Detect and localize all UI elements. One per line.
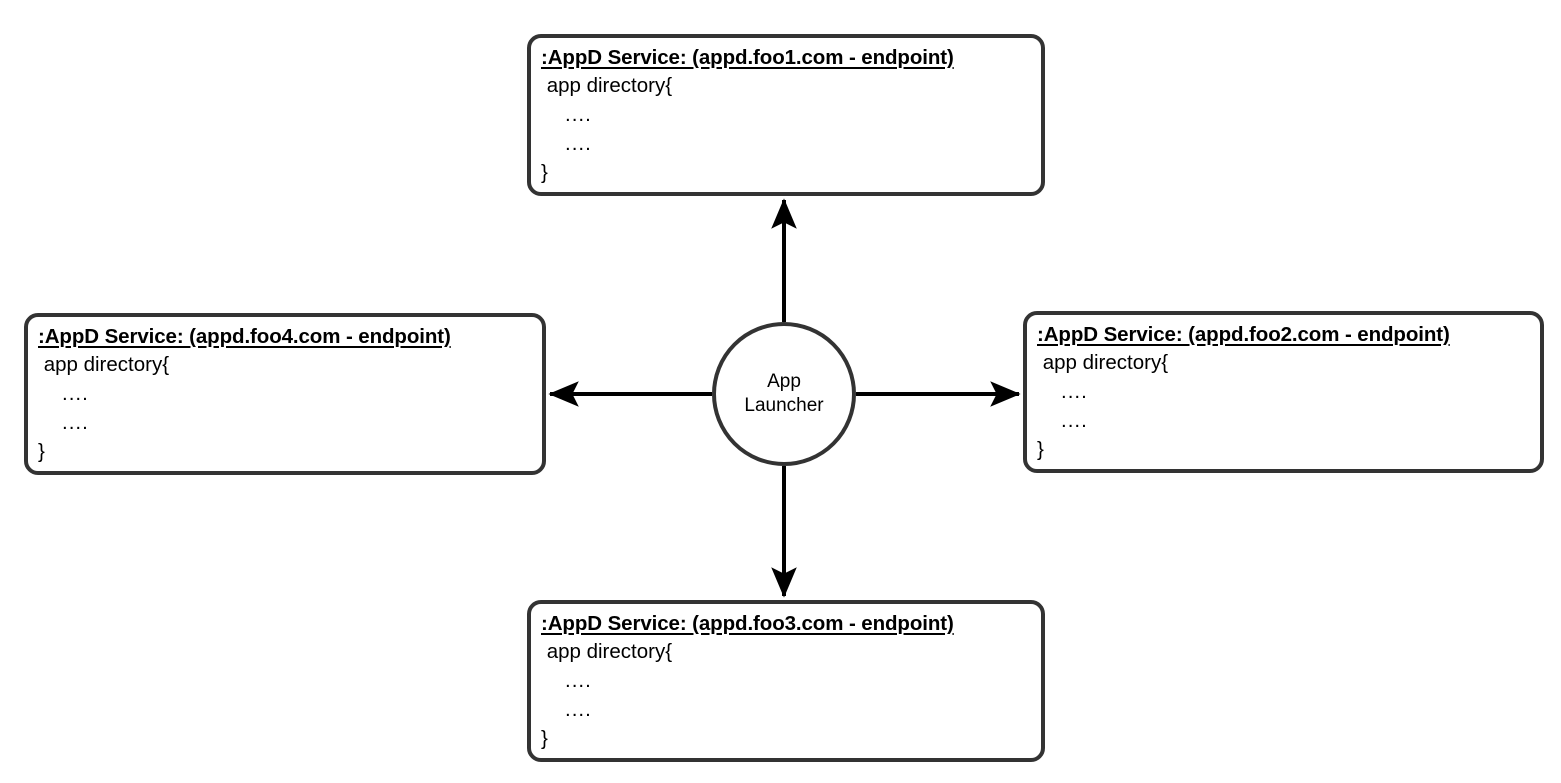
service-body-dots2-foo4: .... — [62, 411, 89, 435]
service-body-close-foo2: } — [1037, 438, 1044, 462]
service-node-foo3[interactable]: :AppD Service: (appd.foo3.com - endpoint… — [527, 600, 1045, 762]
service-body-open-foo1: app directory{ — [541, 74, 673, 98]
service-title-foo3: :AppD Service: (appd.foo3.com - endpoint… — [541, 612, 954, 635]
service-body-dots2-foo3: .... — [565, 698, 592, 722]
service-body-close-foo1: } — [541, 161, 548, 185]
service-body-close-foo4: } — [38, 440, 45, 464]
service-title-foo1: :AppD Service: (appd.foo1.com - endpoint… — [541, 46, 954, 69]
service-body-open-foo3: app directory{ — [541, 640, 673, 664]
service-body-dots2-foo2: .... — [1061, 409, 1088, 433]
service-body-dots1-foo3: .... — [565, 669, 592, 693]
service-body-dots1-foo4: .... — [62, 382, 89, 406]
service-node-foo1[interactable]: :AppD Service: (appd.foo1.com - endpoint… — [527, 34, 1045, 196]
service-body-dots2-foo1: .... — [565, 132, 592, 156]
service-title-foo4: :AppD Service: (appd.foo4.com - endpoint… — [38, 325, 451, 348]
app-launcher-label: App Launcher — [744, 370, 824, 416]
service-body-dots1-foo2: .... — [1061, 380, 1088, 404]
service-body-open-foo2: app directory{ — [1037, 351, 1169, 375]
service-node-foo2[interactable]: :AppD Service: (appd.foo2.com - endpoint… — [1023, 311, 1544, 473]
service-body-open-foo4: app directory{ — [38, 353, 170, 377]
service-body-dots1-foo1: .... — [565, 103, 592, 127]
service-body-close-foo3: } — [541, 727, 548, 751]
app-launcher-hub[interactable]: App Launcher — [712, 322, 856, 466]
service-node-foo4[interactable]: :AppD Service: (appd.foo4.com - endpoint… — [24, 313, 546, 475]
service-title-foo2: :AppD Service: (appd.foo2.com - endpoint… — [1037, 323, 1450, 346]
